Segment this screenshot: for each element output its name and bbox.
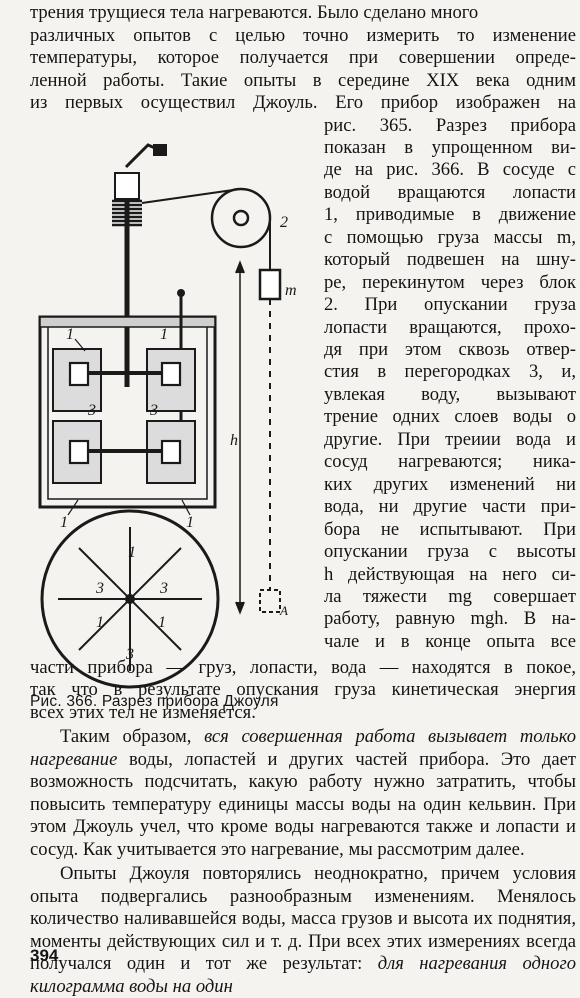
text-line: рис. 365. Разрез прибора [324,114,576,136]
paragraph-joule-experiments: Опыты Джоуля повторялись неоднократно, п… [30,863,576,998]
text-line: водой вращаются лопасти [324,181,576,203]
paragraph-continuation: части прибора — груз, лопасти, вода — на… [30,657,576,725]
text-line: ла тяжести mg совершает [324,586,576,608]
label-blade: 1 [66,326,74,343]
text-line: трение одних слоев воды о [324,406,576,428]
text-line: вода, ни другие части при- [324,496,576,518]
figure-block: 1 1 3 3 1 1 2 m h A 1 3 3 1 1 3 [30,115,576,710]
text-line: чале и в конце опыта все [324,630,576,652]
text-line: 1, приводимые в движение [324,204,576,226]
text-line: другие. При треиии вода и [324,428,576,450]
text-line: сосуд нагреваются; ника- [324,451,576,473]
text-line: из первых осуществил Джоуль. Его прибор … [30,92,576,113]
label-pulley: 2 [280,214,288,231]
label-blade: 1 [60,514,68,531]
paragraph-start: Опыты Джоуля повторялись неоднократно, п… [30,863,576,974]
label-blade: 1 [160,326,168,343]
text-line: стия в перегородках 3, и, [324,361,576,383]
label-partition: 3 [95,580,104,597]
label-partition: 3 [87,402,96,419]
text-line: показан в упрощенном ви- [324,136,576,158]
text-line: всех этих тел не изменяется. [30,701,256,723]
label-partition: 3 [159,580,168,597]
text-line: с помощью груза массы m, [324,226,576,248]
label-blade: 1 [96,614,104,631]
figure-caption: Рис. 366. Разрез прибора Джоуля [30,692,279,710]
text-line: ре, перекинутом через блок [324,271,576,293]
label-point-a: A [279,603,288,618]
label-partition: 3 [125,646,134,663]
text-line: который подвешен на шну- [324,249,576,271]
paragraph-start: Таким образом, [60,726,205,747]
label-blade: 1 [186,514,194,531]
emphasis-text: вся совершенная работа вызывает только н… [30,726,576,770]
paragraph-rest: воды, лопастей и других частей прибора. … [30,748,576,860]
label-blade: 1 [128,544,136,561]
text-line: лопасти вращаются, прохо- [324,316,576,338]
text-line: увлекая воду, вызывают [324,383,576,405]
top-paragraph: трения трущиеся тела нагреваются. Было с… [30,2,576,115]
text-line: различных опытов с целью точно измерить … [30,24,576,46]
text-line: ких других изменений ни [324,473,576,495]
text-line: 2. При опускании груза [324,294,576,316]
page-number: 394 [30,946,59,965]
text-line: де на рис. 366. В сосуде с [324,159,576,181]
text-line: h действующая на него си- [324,563,576,585]
text-line: опускании груза с высоты [324,541,576,563]
paragraph-work-heating: Таким образом, вся совершенная работа вы… [30,726,576,861]
text-line: части прибора — груз, лопасти, вода — на… [30,656,576,678]
text-line: так что в результате опускания груза кин… [30,679,576,700]
label-height: h [230,432,238,449]
text-line: трения трущиеся тела нагреваются. Было с… [30,2,479,23]
text-line: дя при этом сквозь отвер- [324,339,576,361]
text-line: бора не испытывают. При [324,518,576,540]
label-mass: m [285,282,297,299]
joule-apparatus-figure: 1 1 3 3 1 1 2 m h A 1 3 3 1 1 3 [30,115,320,688]
text-line: ленной работы. Такие опыты в середине XI… [30,69,576,91]
joule-apparatus-diagram: 1 1 3 3 1 1 2 m h A 1 3 3 1 1 3 [38,142,297,688]
side-column-text: рис. 365. Разрез прибора показан в упрощ… [324,115,576,654]
text-line: температуры, которое получается при сове… [30,47,576,68]
text-line: работу, равную mgh. В на- [324,608,576,630]
text-page: трения трущиеся тела нагреваются. Было с… [30,2,576,998]
label-blade: 1 [158,614,166,631]
label-partition: 3 [149,402,158,419]
